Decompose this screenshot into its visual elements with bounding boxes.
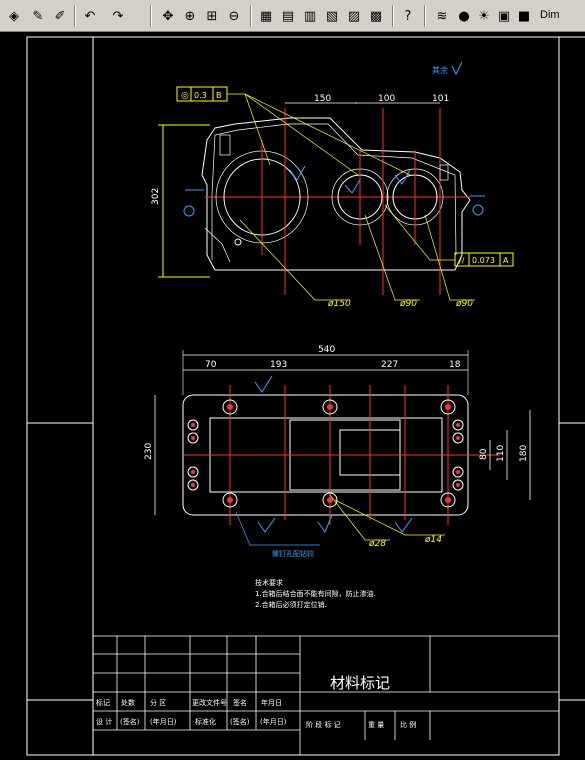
- tech-req-line1: 1.合箱后结合面不能有间隙，防止渗油.: [255, 589, 376, 598]
- sheet-set-icon[interactable]: ▧: [325, 8, 339, 24]
- tb-right-c2: 重 量: [368, 721, 384, 729]
- title-block: [93, 635, 559, 755]
- dim-302: 302: [151, 188, 161, 205]
- tool-palettes-icon[interactable]: ▥: [303, 8, 317, 24]
- layer-on-icon[interactable]: ●: [458, 8, 470, 24]
- tb-r2-c3: (年月日): [150, 717, 177, 726]
- gdt-left-datum: B: [216, 91, 222, 100]
- dia-90-b: ø90: [455, 299, 473, 309]
- surface-finish-note: 其余: [432, 65, 448, 75]
- tb-r2-c2: (签名): [120, 717, 140, 726]
- dim-70: 70: [205, 360, 217, 370]
- tb-right-c1: 阶 段 标 记: [306, 720, 341, 729]
- dim-227: 227: [381, 360, 398, 370]
- dim-180: 180: [519, 445, 529, 462]
- gdt-right-symbol: //: [459, 256, 465, 265]
- tb-r2-c6: (年月日): [260, 717, 287, 726]
- toolbar-separator: [424, 5, 426, 27]
- zoom-window-icon[interactable]: ⊞: [206, 8, 218, 24]
- tb-r1-c4: 更改文件号: [192, 698, 227, 707]
- gdt-left-symbol: ◎: [181, 91, 189, 101]
- drawing-canvas[interactable]: 其余 150 100: [0, 33, 585, 756]
- paint-bucket-icon[interactable]: ◈: [9, 8, 19, 24]
- tb-r1-c5: 签名: [233, 698, 247, 707]
- tb-right-c3: 比 例: [400, 720, 416, 729]
- tb-r1-c3: 分 区: [150, 698, 166, 707]
- material-mark: 材料标记: [330, 674, 390, 692]
- layer-lock-icon[interactable]: ▣: [497, 8, 511, 24]
- toolbar-separator: [74, 5, 76, 27]
- pen-icon[interactable]: ✎: [32, 8, 44, 24]
- dia-90-a: ø90: [399, 299, 417, 309]
- pan-icon[interactable]: ✥: [162, 8, 174, 24]
- toolbar-separator: [392, 5, 394, 27]
- toolbar-separator: [250, 5, 252, 27]
- toolbar-separator: [150, 5, 152, 27]
- tb-r1-c1: 标记: [96, 698, 110, 707]
- gdt-right-datum: A: [503, 256, 509, 265]
- tb-r1-c6: 年月日: [261, 698, 282, 707]
- toolbar: ◈ ✎ ✐ ↶ ↷ ✥ ⊕ ⊞ ⊖ ▦ ▤ ▥ ▧ ▨ ▩? ≋ ● ☀ ▣ ■ Dim: [0, 0, 585, 32]
- layer-manager-icon[interactable]: ≋: [436, 8, 448, 24]
- dia-14: ø14: [424, 535, 442, 545]
- top-view: 150 100 101 302 ◎ 0.3 B // 0.073 A ø150 …: [151, 86, 514, 309]
- zoom-realtime-icon[interactable]: ⊕: [184, 8, 196, 24]
- tb-r2-c1: 设 计: [96, 717, 112, 726]
- dim-150: 150: [314, 94, 331, 104]
- dim-230: 230: [144, 443, 154, 460]
- design-center-icon[interactable]: ▤: [281, 8, 295, 24]
- tech-req-line2: 2.合箱后必须打定位销.: [255, 600, 327, 609]
- tb-r2-c4: 标准化: [195, 717, 216, 726]
- dim-193: 193: [270, 360, 287, 370]
- dim-18: 18: [449, 360, 461, 370]
- redo-icon[interactable]: ↷: [112, 8, 124, 24]
- dim-101: 101: [432, 94, 449, 104]
- gdt-left-value: 0.3: [194, 91, 207, 100]
- dia-150: ø150: [327, 299, 351, 309]
- layer-color-icon[interactable]: ■: [517, 8, 531, 24]
- gdt-right-value: 0.073: [472, 256, 495, 265]
- layer-freeze-icon[interactable]: ☀: [478, 8, 490, 24]
- tech-req-title: 技术要求: [255, 578, 283, 587]
- tb-r1-c2: 处数: [121, 698, 135, 707]
- hole-note: 螺钉孔配钻铰: [272, 549, 314, 558]
- help-icon[interactable]: ?: [404, 8, 412, 24]
- dia-28: ø28: [368, 539, 386, 549]
- markup-icon[interactable]: ▨: [347, 8, 361, 24]
- dim-110: 110: [496, 445, 506, 462]
- dim-540: 540: [318, 345, 335, 355]
- dim-80: 80: [479, 448, 489, 460]
- zoom-previous-icon[interactable]: ⊖: [228, 8, 240, 24]
- tb-r2-c5: (签名): [230, 717, 250, 726]
- undo-icon[interactable]: ↶: [84, 8, 96, 24]
- brush-icon[interactable]: ✐: [54, 8, 66, 24]
- bottom-view: 540 70 193 227 18 230 80 110 180 螺钉孔配钻铰 …: [144, 345, 531, 558]
- dim-100: 100: [378, 94, 395, 104]
- calculator-icon[interactable]: ▩: [369, 8, 383, 24]
- properties-icon[interactable]: ▦: [259, 8, 273, 24]
- layer-name[interactable]: Dim: [540, 9, 560, 21]
